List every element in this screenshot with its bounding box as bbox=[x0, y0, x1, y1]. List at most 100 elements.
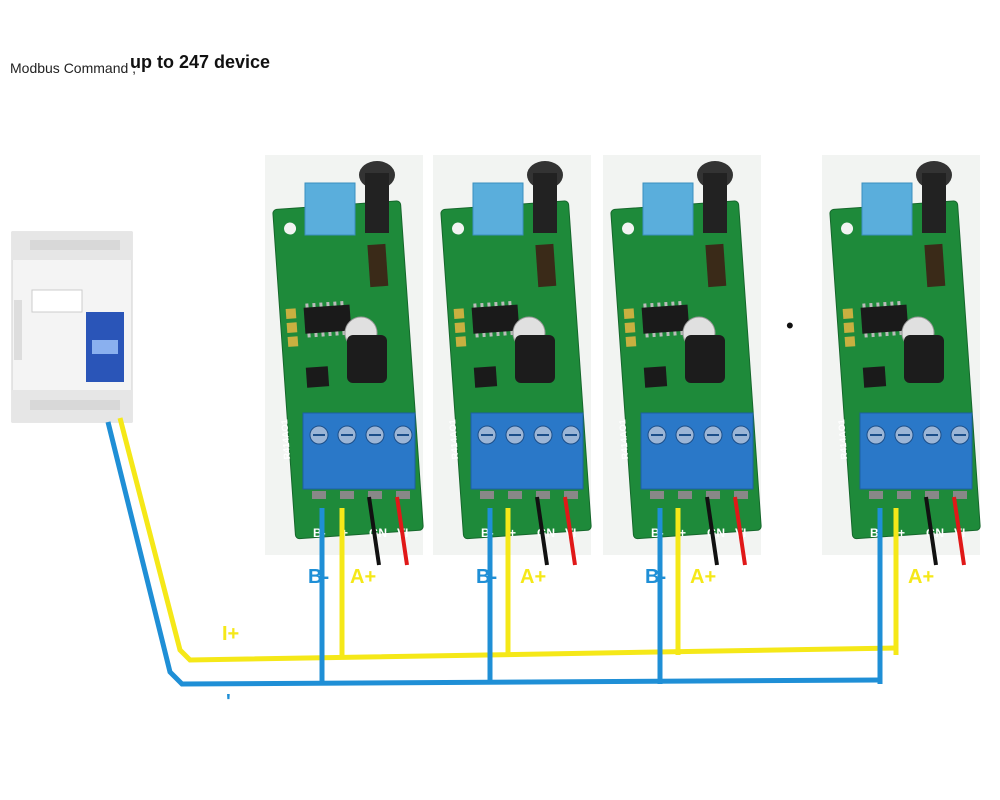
ic-leg bbox=[335, 331, 339, 336]
wire-vi bbox=[952, 496, 966, 566]
sensor-cube bbox=[642, 182, 694, 236]
ic-leg bbox=[666, 331, 670, 337]
ic-leg bbox=[659, 332, 663, 337]
page-title: up to 247 device bbox=[130, 52, 271, 72]
bus-wire-a-plus bbox=[117, 417, 897, 663]
silk-label: R414AO1 bbox=[836, 419, 849, 460]
b-minus-label-2: B- bbox=[476, 566, 497, 588]
ic-leg bbox=[897, 300, 901, 306]
header-pin bbox=[843, 322, 855, 333]
plc-controller-icon bbox=[11, 231, 133, 423]
terminal-pin bbox=[396, 491, 410, 499]
ic-leg bbox=[657, 302, 661, 307]
capacitor-body bbox=[922, 173, 946, 233]
header-pin bbox=[624, 322, 636, 333]
a-plus-label-3: A+ bbox=[690, 566, 716, 588]
capacitor-body bbox=[365, 173, 389, 233]
inductor bbox=[705, 243, 727, 288]
header-pin bbox=[287, 336, 299, 347]
wire-gnd bbox=[367, 496, 381, 566]
header-pin bbox=[286, 322, 298, 333]
terminal-pin bbox=[480, 491, 494, 499]
subtitle-text: Modbus Command , bbox=[10, 60, 137, 76]
ic-leg bbox=[878, 332, 882, 337]
ic-leg bbox=[650, 302, 654, 308]
pin-label-2: + bbox=[898, 526, 905, 540]
ic-leg bbox=[678, 300, 682, 306]
terminal-pin bbox=[706, 491, 720, 499]
ic-leg bbox=[496, 331, 500, 337]
blue-bus-label: ' bbox=[226, 691, 231, 713]
ic-leg bbox=[326, 301, 330, 307]
header-pin bbox=[844, 336, 856, 347]
terminal-block bbox=[640, 412, 754, 490]
ic-leg bbox=[328, 331, 332, 337]
ic-leg bbox=[473, 303, 477, 308]
b-minus-label-3: B- bbox=[645, 566, 666, 588]
ic-leg bbox=[876, 302, 880, 307]
wire-gnd bbox=[924, 496, 938, 566]
terminal-pin bbox=[869, 491, 883, 499]
ic-leg bbox=[671, 301, 675, 306]
ic-leg bbox=[312, 302, 316, 308]
terminal-pin bbox=[925, 491, 939, 499]
ic-chip bbox=[303, 304, 352, 334]
capacitor-large bbox=[347, 335, 387, 383]
pin-label-2: + bbox=[341, 526, 348, 540]
header-pin bbox=[453, 308, 465, 320]
ic-leg bbox=[673, 331, 677, 336]
a-plus-label-2: A+ bbox=[520, 566, 546, 588]
ic-leg bbox=[869, 302, 873, 308]
terminal-pin bbox=[508, 491, 522, 499]
sensor-cube bbox=[861, 182, 913, 236]
module-group: R414AO1B-+GNVIR414AO1B-+GNVIR414AO1B-+GN… bbox=[265, 155, 981, 566]
pcb-hole bbox=[622, 222, 635, 235]
capacitor-large bbox=[685, 335, 725, 383]
pcb-hole bbox=[841, 222, 854, 235]
pcb-hole bbox=[452, 222, 465, 235]
ic-leg bbox=[645, 333, 649, 338]
a-plus-label-1: A+ bbox=[350, 566, 376, 588]
ic-leg bbox=[508, 300, 512, 306]
terminal-pin bbox=[897, 491, 911, 499]
ic-leg bbox=[892, 331, 896, 336]
terminal-block bbox=[859, 412, 973, 490]
small-chip bbox=[862, 366, 887, 388]
inductor bbox=[924, 243, 946, 288]
small-chip bbox=[473, 366, 498, 388]
wire-vi bbox=[733, 496, 747, 566]
inductor bbox=[535, 243, 557, 288]
silk-label: R414AO1 bbox=[617, 419, 630, 460]
label-group: •B-A+B-A+B-A+A+I+' bbox=[222, 313, 934, 713]
terminal-pin bbox=[650, 491, 664, 499]
ic-leg bbox=[864, 333, 868, 338]
ic-leg bbox=[890, 301, 894, 306]
ic-leg bbox=[305, 303, 309, 308]
small-chip bbox=[643, 366, 668, 388]
capacitor-body bbox=[703, 173, 727, 233]
ic-leg bbox=[314, 332, 318, 338]
ic-leg bbox=[487, 302, 491, 307]
header-pin bbox=[623, 308, 635, 320]
terminal-pin bbox=[312, 491, 326, 499]
a-plus-label-4: A+ bbox=[908, 566, 934, 588]
pin-label-2: + bbox=[509, 526, 516, 540]
header-pin bbox=[842, 308, 854, 320]
ic-leg bbox=[643, 303, 647, 308]
bus-wire-b-minus bbox=[105, 421, 881, 687]
capacitor-body bbox=[533, 173, 557, 233]
ic-leg bbox=[319, 302, 323, 307]
ic-leg bbox=[333, 301, 337, 306]
header-pin bbox=[455, 336, 467, 347]
ic-leg bbox=[475, 333, 479, 338]
header-pin bbox=[285, 308, 297, 320]
ic-leg bbox=[883, 301, 887, 307]
terminal-pin bbox=[734, 491, 748, 499]
ic-leg bbox=[307, 333, 311, 338]
ic-leg bbox=[885, 331, 889, 337]
pin-label-2: + bbox=[679, 526, 686, 540]
